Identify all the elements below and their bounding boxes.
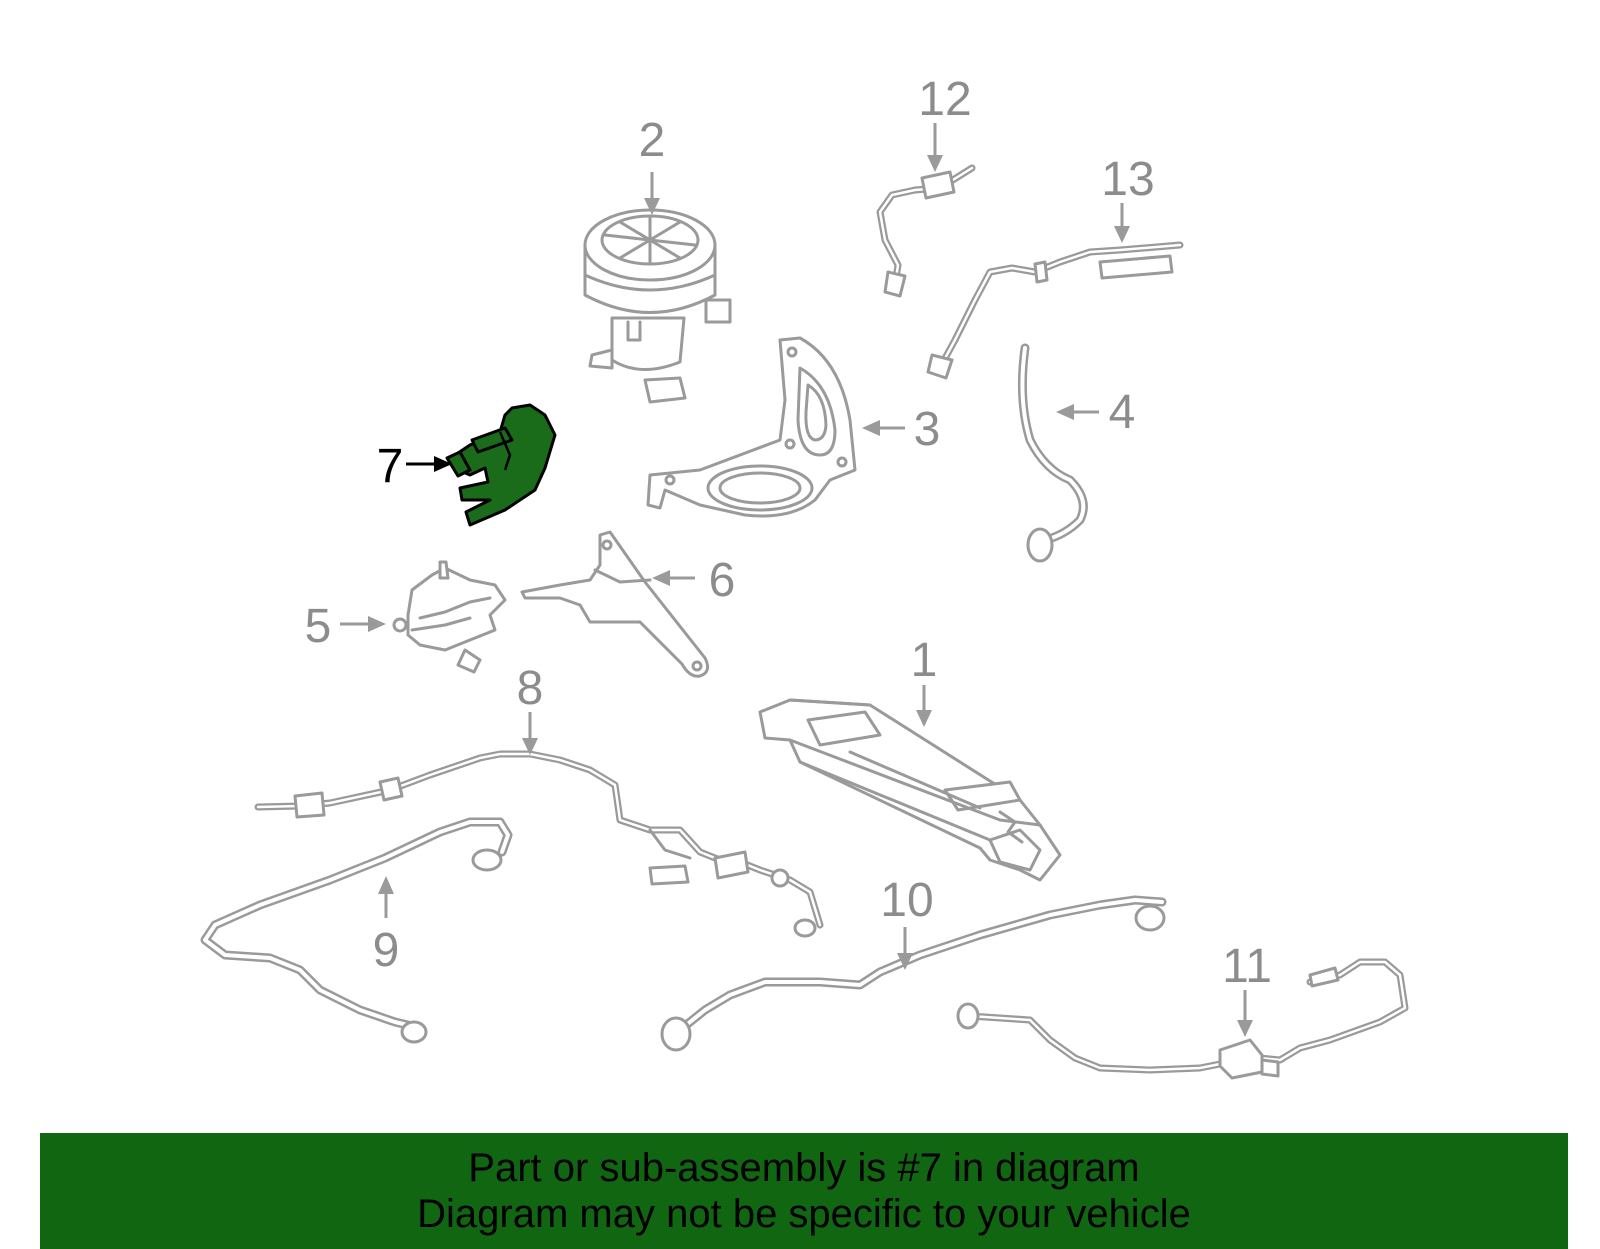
callout-4: 4 <box>1109 386 1136 439</box>
part-10-hose[interactable] <box>660 895 1167 1052</box>
part-6-bracket[interactable] <box>520 530 710 678</box>
part-3-bracket[interactable] <box>646 336 857 518</box>
callout-labels: 2 12 13 4 3 7 5 6 1 8 9 10 11 <box>305 73 1272 993</box>
part-5-valve[interactable] <box>392 560 507 674</box>
part-8-hose-harness[interactable] <box>254 750 824 938</box>
callout-leaders <box>340 123 1253 1037</box>
info-banner: Part or sub-assembly is #7 in diagram Di… <box>40 1133 1568 1249</box>
callout-3: 3 <box>914 403 941 456</box>
callout-13: 13 <box>1101 153 1154 206</box>
part-12-sensor-harness[interactable] <box>876 164 976 298</box>
part-13-sensor-harness[interactable] <box>926 241 1184 380</box>
callout-12: 12 <box>918 73 971 126</box>
part-11-sensor-harness[interactable] <box>956 958 1409 1080</box>
callout-7: 7 <box>377 440 404 493</box>
callout-2: 2 <box>639 114 666 167</box>
callout-8: 8 <box>517 662 544 715</box>
part-1-canister[interactable] <box>758 698 1062 882</box>
callout-6: 6 <box>709 554 736 607</box>
callout-9: 9 <box>373 924 400 977</box>
part-4-hose[interactable] <box>1017 343 1088 563</box>
callout-11: 11 <box>1222 940 1272 993</box>
callout-5: 5 <box>305 600 332 653</box>
banner-part-line: Part or sub-assembly is #7 in diagram <box>468 1146 1140 1190</box>
part-7-valve-highlighted[interactable] <box>445 403 557 527</box>
part-2-air-pump[interactable] <box>583 208 732 404</box>
callout-10: 10 <box>880 874 933 927</box>
callout-1: 1 <box>911 634 938 687</box>
banner-disclaimer-line: Diagram may not be specific to your vehi… <box>417 1192 1191 1236</box>
part-9-hose[interactable] <box>200 817 513 1044</box>
